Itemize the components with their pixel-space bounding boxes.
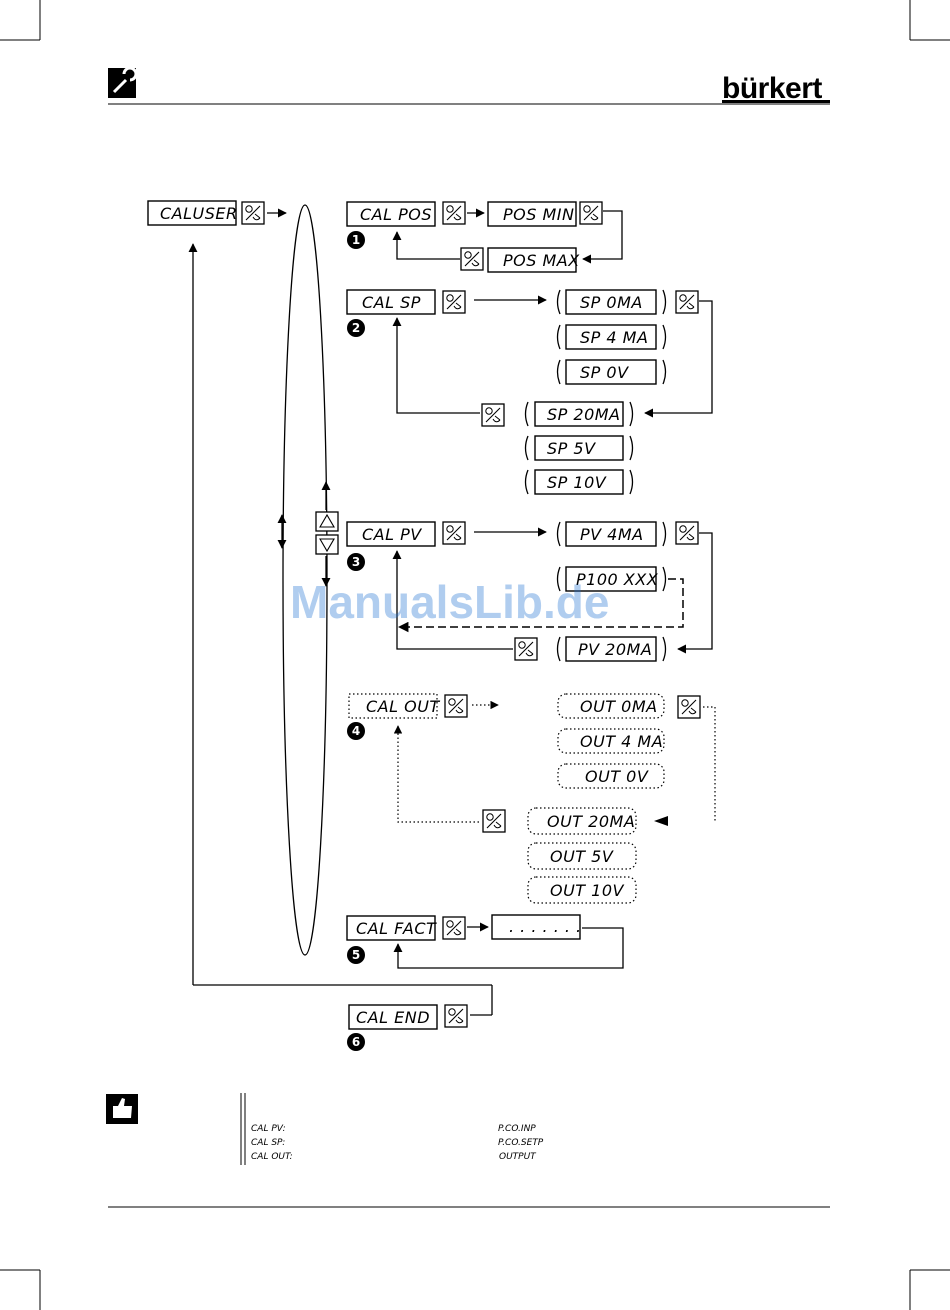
svg-text:OUT 0V: OUT 0V [585,767,649,786]
svg-text:CAL SP: CAL SP [362,293,421,312]
key-icon [515,638,537,660]
step-number-2: 2 [347,319,365,337]
svg-text:PV 20MA: PV 20MA [578,640,652,659]
sp-20ma-display[interactable]: SP 20MA [526,402,633,426]
wrench-icon [108,68,136,98]
key-icon [678,696,700,718]
svg-text:CAL END: CAL END [356,1008,430,1027]
key-icon [482,404,504,426]
thumbs-up-icon [106,1094,138,1124]
pv-20ma-display[interactable]: PV 20MA [558,637,666,661]
svg-text:CALUSER: CALUSER [160,204,238,223]
sp-0v-display[interactable]: SP 0V [558,360,666,384]
out-0ma-display[interactable]: OUT 0MA [558,694,664,718]
out-10v-display[interactable]: OUT 10V [528,877,636,903]
arrow-up-key[interactable] [316,512,338,531]
svg-text:4: 4 [352,724,360,738]
key-icon [242,202,264,224]
svg-text:OUT 5V: OUT 5V [550,847,614,866]
svg-text:POS MIN: POS MIN [503,205,574,224]
note-right-2: P.CO.SETP [498,1138,544,1148]
out-0v-display[interactable]: OUT 0V [558,764,664,788]
svg-text:SP 0V: SP 0V [580,363,629,382]
cal-fact-display[interactable]: CAL FACT [347,916,437,940]
svg-text:1: 1 [352,233,360,247]
svg-text:. . . . . . .: . . . . . . . [509,917,582,936]
step-number-5: 5 [347,946,365,964]
svg-text:CAL FACT: CAL FACT [356,919,437,938]
pv-4ma-display[interactable]: PV 4MA [558,522,666,546]
cal-pos-display[interactable]: CAL POS [347,202,435,226]
step-number-1: 1 [347,231,365,249]
key-icon [445,695,467,717]
sp-10v-display[interactable]: SP 10V [526,470,633,494]
key-icon [443,522,465,544]
svg-text:2: 2 [352,321,360,335]
note-left-1: CAL PV: [251,1124,286,1134]
svg-text:SP 10V: SP 10V [547,473,607,492]
svg-text:SP 5V: SP 5V [547,439,596,458]
key-icon [443,202,465,224]
note-right-1: P.CO.INP [498,1124,536,1134]
svg-text:OUT 0MA: OUT 0MA [580,697,658,716]
key-icon [676,291,698,313]
svg-text:OUT 20MA: OUT 20MA [547,812,635,831]
key-icon [580,202,602,224]
cal-sp-display[interactable]: CAL SP [347,290,435,314]
svg-text:CAL POS: CAL POS [360,205,432,224]
svg-text:6: 6 [352,1035,360,1049]
key-icon [461,248,483,270]
svg-text:5: 5 [352,948,360,962]
svg-text:PV 4MA: PV 4MA [580,525,644,544]
arrow-down-key[interactable] [316,535,338,554]
brand-underline [722,100,830,103]
key-icon [676,522,698,544]
key-icon [443,291,465,313]
out-5v-display[interactable]: OUT 5V [528,843,636,869]
svg-text:OUT 10V: OUT 10V [550,881,625,900]
sp-4ma-display[interactable]: SP 4 MA [558,325,666,349]
out-20ma-display[interactable]: OUT 20MA [528,808,636,834]
pos-max-display[interactable]: POS MAX [488,248,580,272]
step-number-3: 3 [347,553,365,571]
cal-pv-display[interactable]: CAL PV [347,522,435,546]
note-left-2: CAL SP: [251,1138,285,1148]
sp-5v-display[interactable]: SP 5V [526,436,633,460]
cal-fact-value-display[interactable]: . . . . . . . [492,915,582,939]
out-4ma-display[interactable]: OUT 4 MA [558,729,664,753]
cal-out-display[interactable]: CAL OUT [349,694,440,718]
svg-text:SP 4 MA: SP 4 MA [580,328,648,347]
svg-text:SP 20MA: SP 20MA [547,405,621,424]
watermark: ManualsLib.de [290,576,609,628]
caluser-display[interactable]: CALUSER [148,201,238,225]
svg-text:OUT 4 MA: OUT 4 MA [580,732,663,751]
svg-text:CAL OUT: CAL OUT [366,697,440,716]
svg-text:CAL PV: CAL PV [362,525,422,544]
sp-0ma-display[interactable]: SP 0MA [558,290,666,314]
key-icon [445,1005,467,1027]
svg-text:3: 3 [352,555,360,569]
svg-text:SP 0MA: SP 0MA [580,293,643,312]
note-right-3: OUTPUT [499,1152,537,1162]
key-icon [483,810,505,832]
note-left-3: CAL OUT: [251,1152,293,1162]
svg-text:POS MAX: POS MAX [503,251,580,270]
cal-end-display[interactable]: CAL END [349,1005,437,1029]
pos-min-display[interactable]: POS MIN [488,202,576,226]
step-number-4: 4 [347,722,365,740]
key-icon [443,917,465,939]
step-number-6: 6 [347,1033,365,1051]
